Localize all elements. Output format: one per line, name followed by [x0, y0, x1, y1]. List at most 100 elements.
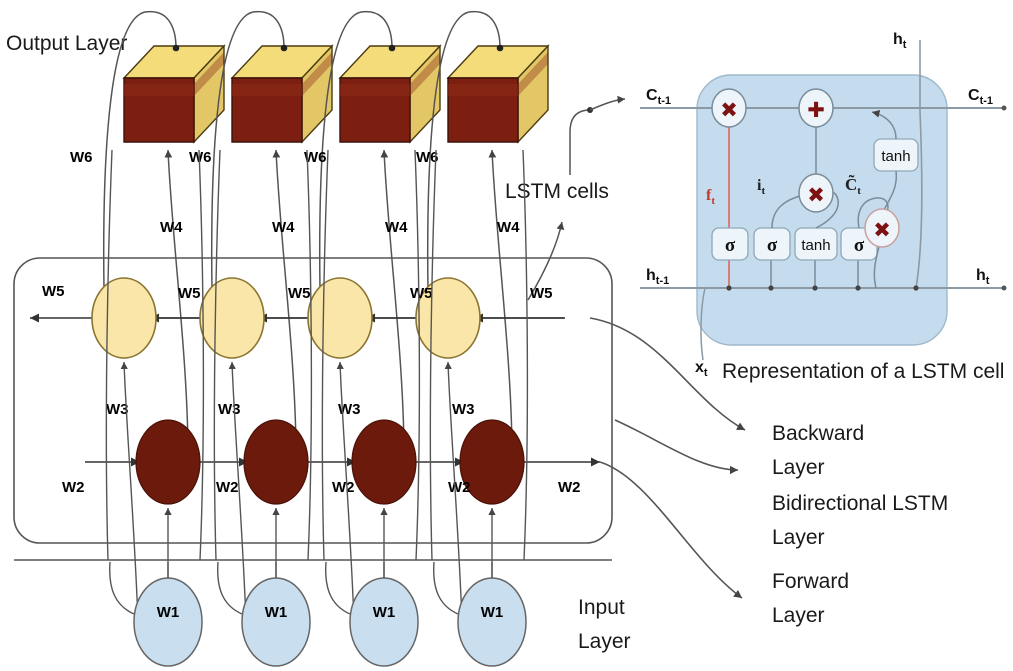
output-multiply-node	[864, 208, 900, 248]
output-multiply-glyph: ✖	[873, 218, 891, 242]
weight-label-w6: W6	[304, 149, 327, 166]
weight-label-w4: W4	[385, 219, 408, 236]
weight-label-w5: W5	[410, 285, 433, 302]
output-to-multiply-link	[857, 197, 889, 229]
output-cube	[338, 44, 442, 144]
input-layer-label-line1: Input	[578, 596, 625, 619]
lstm-cells-pointer	[569, 109, 591, 175]
tanh-to-cellstate-link	[871, 110, 897, 140]
annotation-bidirectional: Bidirectional LSTM Layer	[772, 492, 948, 549]
input-cells-group: W1 W1 W1 W1	[133, 577, 527, 667]
weight-label-w1: W1	[373, 604, 396, 621]
input-multiply-glyph: ✖	[807, 183, 825, 207]
backward-callout-arrow	[589, 317, 746, 431]
forget-multiply-node	[711, 88, 747, 128]
sigmoid-box-forget	[711, 227, 749, 261]
forget-multiply-glyph: ✖	[720, 98, 738, 122]
lstm-cells-arrow	[589, 95, 626, 111]
x-in-label: xt	[695, 359, 708, 379]
lstm-io-labels: Ct-1 Ct-1 ht-1 ht ht xt	[646, 31, 993, 379]
input-cell	[133, 577, 203, 667]
bidirectional-layer-box	[13, 257, 613, 544]
output-cubes-group	[122, 44, 550, 144]
backward-lstm-cell	[91, 277, 157, 359]
forget-gate-label: ft	[706, 187, 715, 207]
input-cell	[349, 577, 419, 667]
annotation-bidirectional-line2: Layer	[772, 526, 825, 549]
input-cell	[241, 577, 311, 667]
forward-lstm-cell	[351, 419, 417, 505]
h-in-label: ht-1	[646, 267, 669, 287]
lstm-cell-diagram: σ σ tanh σ tanh ✖	[640, 31, 1007, 383]
weight-label-w4: W4	[272, 219, 295, 236]
forward-lstm-cell	[243, 419, 309, 505]
input-to-multiply-link	[771, 195, 801, 229]
annotation-bidirectional-line1: Bidirectional LSTM	[772, 492, 948, 515]
operators-group: ✖ ✚ ✖ ✖	[711, 88, 900, 248]
skip-connections	[105, 149, 529, 561]
weight-label-w5: W5	[178, 285, 201, 302]
weight-label-w2: W2	[332, 479, 355, 496]
weight-label-w5: W5	[288, 285, 311, 302]
annotation-backward: Backward Layer	[772, 422, 864, 479]
tanh-to-multiply-link	[883, 170, 898, 211]
w2-label-row: W2 W2 W2 W2 W2	[62, 479, 581, 496]
input-cell	[457, 577, 527, 667]
c-out-label: Ct-1	[968, 87, 993, 107]
weight-label-w6: W6	[70, 149, 93, 166]
weight-label-w3: W3	[338, 401, 361, 418]
cell-state-end-dot	[1001, 105, 1007, 111]
weight-label-w3: W3	[452, 401, 475, 418]
h-top-label: ht	[893, 31, 907, 51]
annotation-backward-line2: Layer	[772, 456, 825, 479]
weight-label-w5: W5	[530, 285, 553, 302]
callout-arrows	[589, 317, 746, 599]
weight-label-w3: W3	[218, 401, 241, 418]
forward-cells-group	[135, 419, 525, 505]
w1-connections	[164, 508, 496, 598]
activation-boxes-group: σ σ tanh σ	[711, 227, 878, 261]
weight-label-w4: W4	[497, 219, 520, 236]
input-multiply-node	[798, 173, 834, 213]
weight-label-w1: W1	[265, 604, 288, 621]
w6-connections	[102, 10, 504, 291]
annotation-forward: Forward Layer	[772, 570, 849, 627]
annotation-backward-line1: Backward	[772, 422, 864, 445]
forward-lstm-cell	[135, 419, 201, 505]
w5-label-row: W5 W5 W5 W5 W5	[42, 283, 553, 302]
annotation-forward-line2: Layer	[772, 604, 825, 627]
forward-callout-arrow	[599, 461, 743, 599]
annotation-forward-line1: Forward	[772, 570, 849, 593]
weight-label-w6: W6	[416, 149, 439, 166]
input-gate-label: it	[757, 177, 765, 197]
hidden-state-end-dot	[1001, 285, 1007, 291]
tanh-box-output-label: tanh	[881, 148, 910, 165]
weight-label-w3: W3	[106, 401, 129, 418]
input-layer-label-line2: Layer	[578, 630, 631, 653]
weight-label-w2: W2	[62, 479, 85, 496]
lstm-cells-label: LSTM cells	[505, 180, 609, 203]
backward-lstm-cell	[199, 277, 265, 359]
sigmoid-box-forget-label: σ	[725, 235, 736, 256]
h-output-branch	[915, 40, 923, 289]
weight-label-w4: W4	[160, 219, 183, 236]
weight-label-w1: W1	[481, 604, 504, 621]
tanh-box-candidate-label: tanh	[801, 237, 830, 254]
weight-label-w2: W2	[448, 479, 471, 496]
output-layer-label: Output Layer	[6, 32, 127, 55]
output-cube	[446, 44, 550, 144]
bidirectional-callout-arrow	[614, 419, 739, 475]
lstm-gate-labels: ft it C̃t	[706, 174, 861, 207]
lstm-cell-caption: Representation of a LSTM cell	[722, 360, 1004, 383]
add-glyph: ✚	[807, 98, 825, 122]
weight-label-w1: W1	[157, 604, 180, 621]
add-node	[798, 88, 834, 128]
sigmoid-box-output-label: σ	[854, 235, 865, 256]
w4-label-row: W4 W4 W4 W4	[160, 219, 520, 236]
weight-label-w5: W5	[42, 283, 65, 300]
output-cube	[122, 44, 226, 144]
forward-lstm-cell	[459, 419, 525, 505]
w3-label-row: W3 W3 W3 W3	[106, 401, 475, 418]
input-feed-curves	[109, 561, 493, 615]
